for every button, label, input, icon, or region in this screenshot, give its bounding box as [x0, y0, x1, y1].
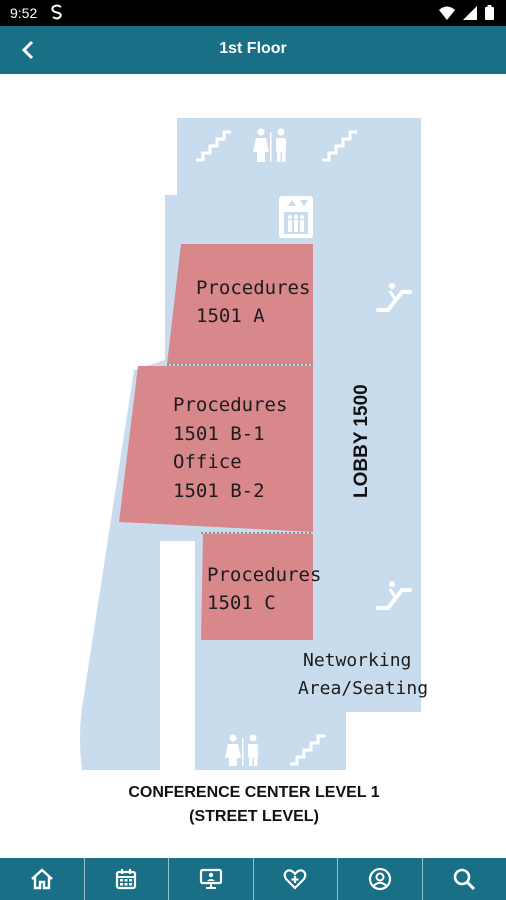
room-1501b-label-line3: Office	[173, 451, 242, 473]
calendar-icon	[116, 869, 137, 890]
back-button[interactable]	[10, 32, 46, 68]
map-caption-line2: (STREET LEVEL)	[189, 808, 319, 825]
heart-plus-icon	[283, 869, 307, 890]
page-title: 1st Floor	[219, 40, 287, 57]
room-1501a[interactable]	[167, 244, 313, 364]
status-time: 9:52	[10, 5, 38, 21]
restroom-icon	[253, 128, 286, 162]
profile-icon	[368, 867, 391, 891]
floor-map-svg: Procedures 1501 A Procedures 1501 B-1 Of…	[80, 118, 428, 825]
map-caption-line1: CONFERENCE CENTER LEVEL 1	[128, 784, 379, 801]
room-1501c-label-line2: 1501 C	[207, 592, 276, 614]
room-1501b-label-line2: 1501 B-1	[173, 423, 265, 445]
status-icons	[439, 5, 494, 23]
networking-label-line2: Area/Seating	[298, 678, 428, 699]
room-1501b-label-line1: Procedures	[173, 394, 287, 416]
lobby-label: LOBBY 1500	[351, 384, 372, 498]
room-1501b[interactable]	[119, 366, 313, 532]
s-app-icon	[50, 4, 64, 23]
stairs-icon	[322, 130, 357, 162]
presentation-icon	[199, 868, 222, 889]
room-1501b-label-line4: 1501 B-2	[173, 480, 265, 502]
home-icon	[30, 868, 53, 890]
escalator-icon	[376, 283, 412, 312]
search-icon	[453, 868, 476, 891]
escalator-icon	[376, 581, 412, 610]
bottom-nav	[0, 858, 506, 900]
nav-home[interactable]	[0, 858, 85, 900]
nav-favorites[interactable]	[254, 858, 338, 900]
elevator-icon	[279, 196, 313, 238]
wifi-icon	[439, 6, 455, 23]
stairs-icon	[196, 130, 231, 162]
nav-search[interactable]	[423, 858, 506, 900]
nav-schedule[interactable]	[85, 858, 169, 900]
room-1501a-label-line1: Procedures	[196, 277, 310, 299]
nav-exhibits[interactable]	[169, 858, 254, 900]
chevron-left-icon	[21, 40, 34, 60]
floor-map[interactable]: Procedures 1501 A Procedures 1501 B-1 Of…	[0, 74, 506, 858]
status-bar: 9:52	[0, 0, 506, 26]
room-1501a-label-line2: 1501 A	[196, 305, 265, 327]
signal-icon	[463, 5, 477, 23]
app-bar: 1st Floor	[0, 26, 506, 74]
networking-label-line1: Networking	[303, 650, 411, 671]
stairs-icon	[290, 734, 325, 766]
nav-profile[interactable]	[338, 858, 423, 900]
restroom-icon	[225, 734, 258, 766]
battery-icon	[485, 5, 494, 23]
room-1501c[interactable]	[201, 534, 313, 640]
room-1501c-label-line1: Procedures	[207, 564, 321, 586]
